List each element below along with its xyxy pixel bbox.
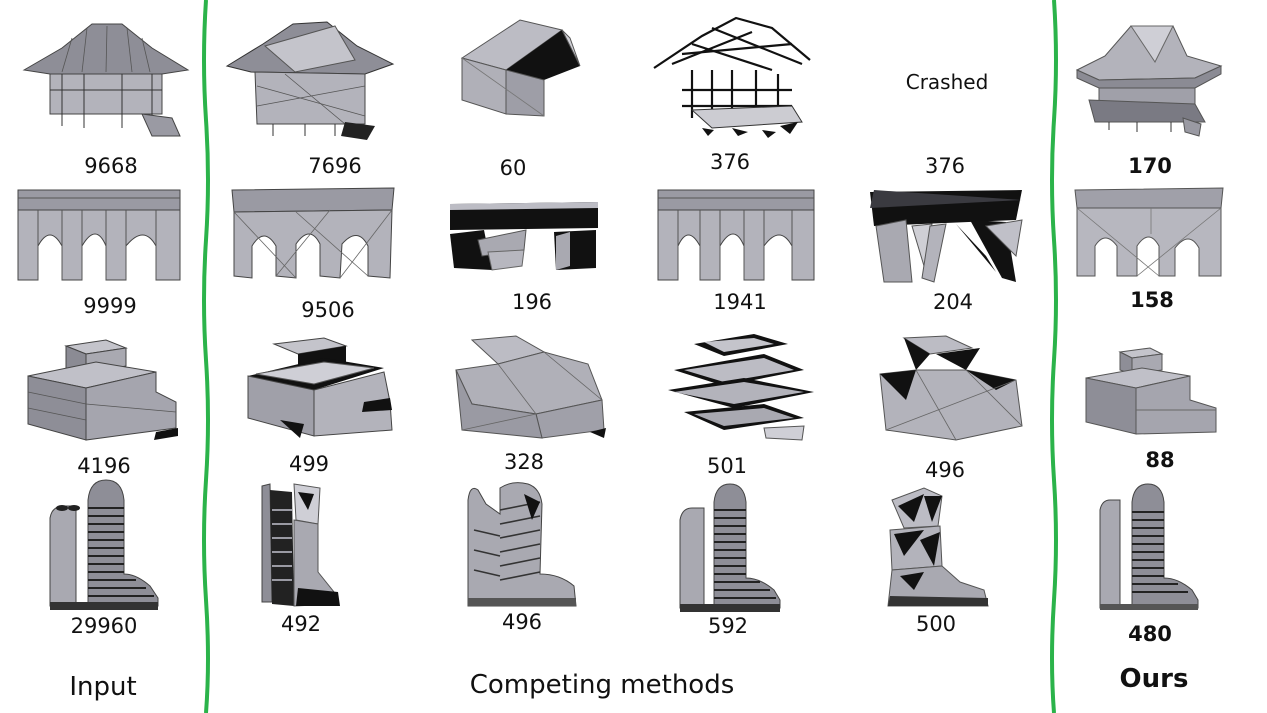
ours-count-arch-bridge: 158: [1130, 288, 1174, 312]
input-count-block-building: 4196: [77, 454, 131, 478]
method4-mesh-tower: [887, 487, 989, 607]
method4-count-tower: 500: [915, 612, 957, 636]
input-mesh-pagoda: [22, 23, 190, 137]
left-divider: [202, 0, 210, 713]
ours-count-block-building: 88: [1145, 448, 1175, 472]
method4-mesh-arch-bridge: [870, 190, 1023, 283]
input-mesh-tower: [49, 479, 159, 610]
method2-count-arch-bridge: 196: [511, 290, 553, 314]
method2-mesh-arch-bridge: [450, 202, 598, 271]
input-mesh-block-building: [27, 339, 178, 441]
ours-mesh-block-building: [1085, 347, 1217, 435]
method1-count-arch-bridge: 9506: [301, 298, 355, 322]
method4-count-block-building: 496: [924, 458, 966, 482]
method2-mesh-block-building: [455, 335, 606, 439]
method3-mesh-arch-bridge: [657, 189, 815, 281]
ours-mesh-arch-bridge: [1074, 187, 1224, 277]
method2-count-pagoda: 60: [499, 156, 527, 180]
method4-count-pagoda: 376: [924, 154, 966, 178]
right-divider: [1050, 0, 1058, 713]
method4-crashed-note: Crashed: [905, 70, 989, 94]
method3-mesh-tower: [679, 483, 781, 612]
method1-mesh-block-building: [247, 337, 393, 438]
method1-count-pagoda: 7696: [308, 154, 362, 178]
method3-count-pagoda: 376: [709, 150, 751, 174]
input-count-pagoda: 9668: [84, 154, 138, 178]
method1-mesh-pagoda: [225, 21, 395, 140]
method3-mesh-block-building: [668, 334, 814, 441]
method2-mesh-tower: [467, 482, 577, 607]
ours-count-pagoda: 170: [1128, 154, 1172, 178]
method2-count-block-building: 328: [503, 450, 545, 474]
input-count-tower: 29960: [70, 614, 138, 638]
method1-mesh-arch-bridge: [231, 187, 395, 279]
method2-mesh-pagoda: [460, 19, 581, 117]
method4-mesh-block-building: [879, 335, 1023, 441]
method1-count-tower: 492: [280, 612, 322, 636]
ours-count-tower: 480: [1128, 622, 1172, 646]
method1-count-block-building: 499: [288, 452, 330, 476]
column-label-ours: Ours: [1119, 664, 1189, 694]
method4-count-arch-bridge: 204: [932, 290, 974, 314]
method3-count-arch-bridge: 1941: [713, 290, 767, 314]
method3-count-block-building: 501: [706, 454, 748, 478]
ours-mesh-pagoda: [1075, 25, 1223, 137]
ours-mesh-tower: [1099, 483, 1199, 610]
method1-mesh-tower: [261, 483, 340, 607]
column-label-input: Input: [69, 672, 137, 702]
column-label-competing-methods: Competing methods: [469, 670, 735, 700]
method3-mesh-pagoda: [653, 16, 811, 138]
method2-count-tower: 496: [501, 610, 543, 634]
input-mesh-arch-bridge: [17, 189, 181, 281]
method3-count-tower: 592: [707, 614, 749, 638]
input-count-arch-bridge: 9999: [83, 294, 137, 318]
